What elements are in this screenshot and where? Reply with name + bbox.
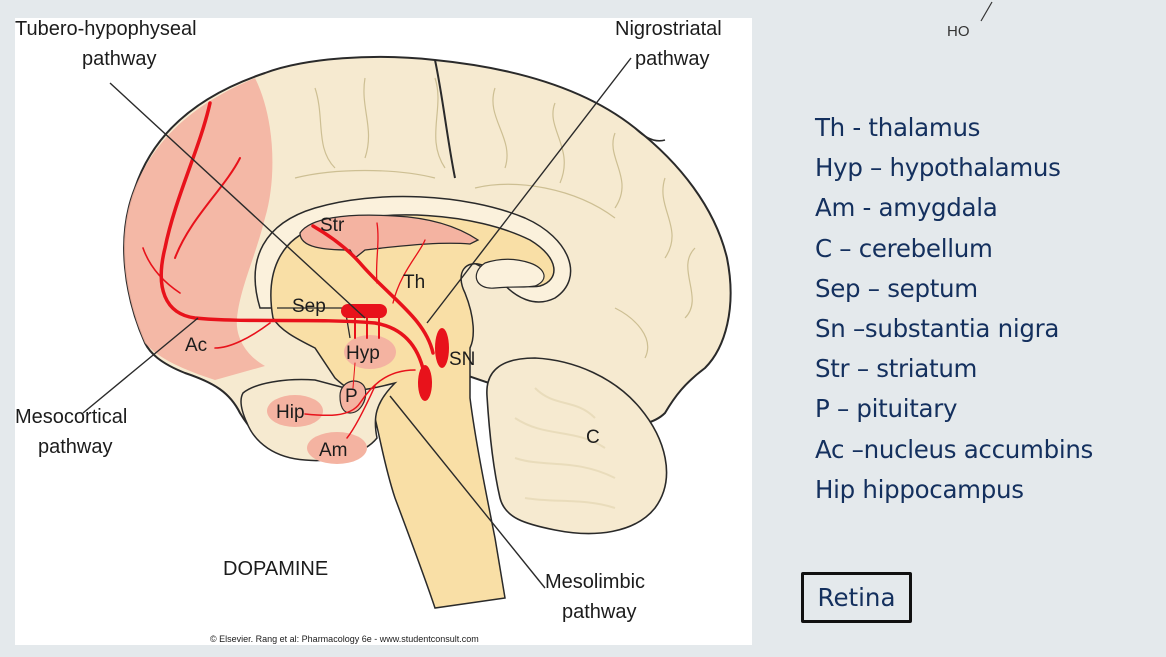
vta-cells <box>418 365 432 401</box>
arcuate-nucleus-bar <box>341 304 387 318</box>
amygdala <box>307 432 367 464</box>
label-sep: Sep <box>292 296 326 317</box>
cerebellum-folia <box>514 387 616 509</box>
legend-item: Th - thalamus <box>815 113 981 142</box>
label-tuberohypophyseal-2: pathway <box>82 48 157 70</box>
figure-credit: © Elsevier. Rang et al: Pharmacology 6e … <box>210 634 479 644</box>
label-am: Am <box>319 440 348 461</box>
legend-item: Sep – septum <box>815 273 978 303</box>
label-nigrostriatal-2: pathway <box>635 48 710 70</box>
legend-item: P – pituitary <box>815 394 958 424</box>
dopamine-pathways-figure: Tubero-hypophyseal pathway Nigrostriatal… <box>15 18 752 645</box>
label-mesocortical-2: pathway <box>38 436 113 458</box>
figure-title: DOPAMINE <box>223 558 328 580</box>
legend-item: Ac –nucleus accumbins <box>815 434 1094 464</box>
hippocampus <box>267 395 323 427</box>
legend-item: C – cerebellum <box>815 233 993 263</box>
label-hyp: Hyp <box>346 343 380 364</box>
label-sn: SN <box>449 349 475 370</box>
chemical-structure-fragment: HO <box>945 0 1005 40</box>
legend-item: Hyp – hypothalamus <box>815 153 1061 183</box>
label-mesocortical-1: Mesocortical <box>15 406 127 428</box>
legend-item: Str – striatum <box>815 354 978 384</box>
ventricle <box>475 258 545 289</box>
label-nigrostriatal-1: Nigrostriatal <box>615 18 722 40</box>
legend-item: Am - amygdala <box>815 193 998 223</box>
abbreviation-legend: Th - thalamus Hyp – hypothalamus Am - am… <box>815 108 1093 510</box>
label-mesolimbic-2: pathway <box>562 601 637 623</box>
gyri-lines <box>294 77 696 359</box>
hydroxyl-label: HO <box>947 23 970 40</box>
legend-item: Hip hippocampus <box>815 474 1024 504</box>
central-sulcus <box>434 59 456 179</box>
pointer-lines <box>82 57 632 589</box>
label-ac: Ac <box>185 335 207 356</box>
label-p: P <box>345 386 358 407</box>
label-hip: Hip <box>276 402 305 423</box>
label-c: C <box>586 427 600 448</box>
bond-line <box>980 1 993 22</box>
hypothalamus <box>344 335 396 369</box>
prefrontal-highlight <box>124 78 273 380</box>
label-th: Th <box>403 272 425 293</box>
cerebellum <box>486 357 668 535</box>
label-mesolimbic-1: Mesolimbic <box>545 571 645 593</box>
legend-item: Sn –substantia nigra <box>815 314 1060 344</box>
retina-button[interactable]: Retina <box>801 572 912 623</box>
dopamine-pathways <box>142 101 435 439</box>
brain-diagram: Tubero-hypophyseal pathway Nigrostriatal… <box>15 18 732 644</box>
sulcus <box>634 127 666 142</box>
label-str: Str <box>320 215 345 236</box>
label-tuberohypophyseal-1: Tubero-hypophyseal <box>15 18 197 40</box>
substantia-nigra-cells <box>435 328 449 368</box>
